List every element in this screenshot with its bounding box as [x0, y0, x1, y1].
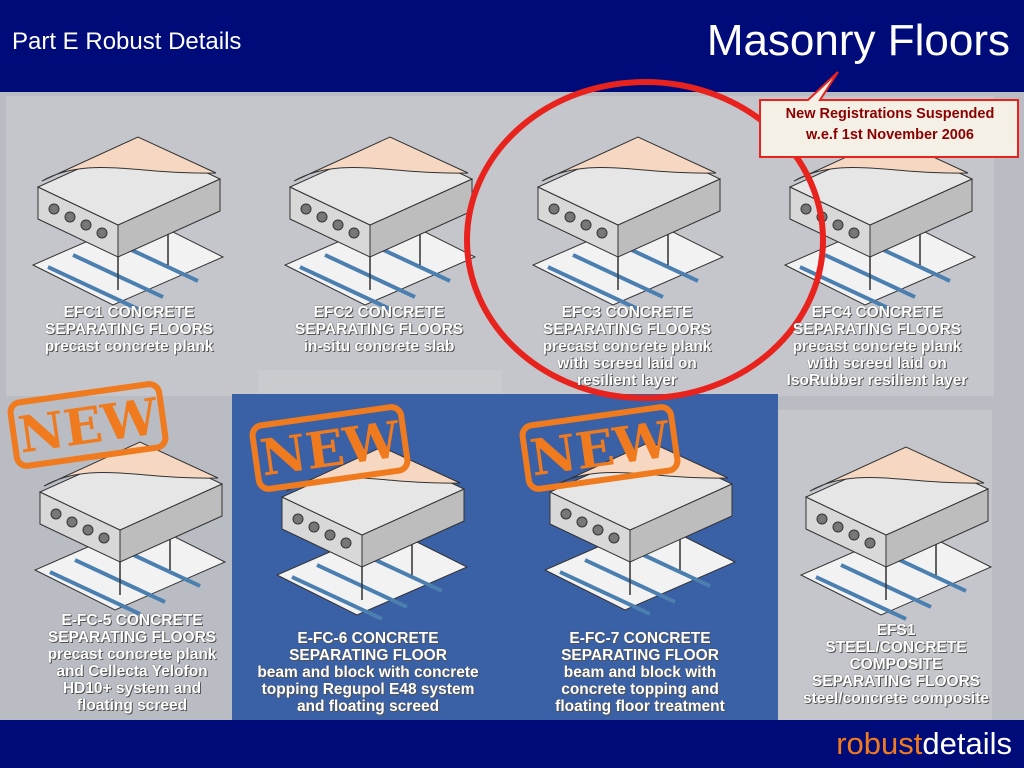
caption-line: SEPARATING FLOORS [44, 321, 214, 338]
caption-line: SEPARATING FLOORS [47, 629, 217, 646]
caption-line: COMPOSITE [849, 656, 943, 673]
caption-line: EFC2 CONCRETE [313, 304, 445, 321]
caption-line: beam and block with [563, 664, 717, 681]
suspension-line-1: New Registrations Suspended [785, 106, 995, 122]
suspension-notice: New Registrations Suspended w.e.f 1st No… [762, 104, 1018, 146]
caption-line: precast concrete plank [542, 338, 712, 355]
caption-line: and floating screed [296, 698, 440, 715]
header-bar: Part E Robust Details Masonry Floors [0, 0, 1024, 92]
caption-line: precast concrete plank [47, 646, 217, 663]
caption-line: SEPARATING FLOORS [792, 321, 962, 338]
caption-line: in-situ concrete slab [303, 338, 455, 355]
caption-efc1: EFC1 CONCRETE SEPARATING FLOORS precast … [14, 304, 244, 355]
caption-line: precast concrete plank [44, 338, 214, 355]
caption-line: beam and block with concrete [257, 664, 479, 681]
caption-efc5: E-FC-5 CONCRETE SEPARATING FLOORS precas… [14, 612, 250, 714]
caption-line: E-FC-6 CONCRETE [297, 630, 439, 647]
caption-line: resilient layer [577, 372, 677, 389]
caption-line: SEPARATING FLOOR [289, 647, 447, 664]
caption-line: EFC4 CONCRETE [811, 304, 943, 321]
caption-line: EFS1 [876, 622, 916, 639]
callout-arrow [759, 71, 1019, 158]
page-title: Masonry Floors [706, 16, 1010, 65]
caption-line: SEPARATING FLOORS [294, 321, 464, 338]
caption-line: and Cellecta Yelofon [56, 663, 208, 680]
caption-efc4: EFC4 CONCRETE SEPARATING FLOORS precast … [762, 304, 992, 389]
caption-efc3: EFC3 CONCRETE SEPARATING FLOORS precast … [512, 304, 742, 389]
brand-part-2: details [922, 726, 1012, 761]
caption-line: floating floor treatment [555, 698, 725, 715]
caption-efc6: E-FC-6 CONCRETE SEPARATING FLOOR beam an… [248, 630, 488, 715]
section-title: Part E Robust Details [12, 28, 242, 55]
caption-line: with screed laid on [807, 355, 947, 372]
brand-part-1: robust [836, 726, 923, 761]
caption-efc2: EFC2 CONCRETE SEPARATING FLOORS in-situ … [264, 304, 494, 355]
highlight-circle [464, 79, 826, 401]
caption-line: SEPARATING FLOORS [542, 321, 712, 338]
caption-line: SEPARATING FLOOR [561, 647, 719, 664]
caption-line: concrete topping and [561, 681, 719, 698]
caption-efs1: EFS1 STEEL/CONCRETE COMPOSITE SEPARATING… [780, 622, 1012, 707]
caption-line: with screed laid on [557, 355, 697, 372]
caption-line: steel/concrete composite [802, 690, 990, 707]
caption-efc7: E-FC-7 CONCRETE SEPARATING FLOOR beam an… [520, 630, 760, 715]
caption-line: SEPARATING FLOORS [811, 673, 981, 690]
mid-strip [258, 370, 502, 396]
caption-line: EFC1 CONCRETE [63, 304, 195, 321]
caption-line: floating screed [76, 697, 188, 714]
brand-logo: robustdetails [836, 726, 1012, 762]
caption-line: E-FC-5 CONCRETE [61, 612, 203, 629]
footer-bar: robustdetails [0, 720, 1024, 768]
new-stamp: NEW [519, 404, 681, 492]
caption-line: E-FC-7 CONCRETE [569, 630, 711, 647]
caption-line: topping Regupol E48 system [261, 681, 475, 698]
caption-line: EFC3 CONCRETE [561, 304, 693, 321]
suspension-line-2: w.e.f 1st November 2006 [806, 127, 974, 143]
caption-line: HD10+ system and [62, 680, 202, 697]
caption-line: precast concrete plank [792, 338, 962, 355]
new-stamp: NEW [7, 381, 169, 469]
new-stamp: NEW [249, 404, 411, 492]
caption-line: IsoRubber resilient layer [786, 372, 968, 389]
caption-line: STEEL/CONCRETE [825, 639, 967, 656]
